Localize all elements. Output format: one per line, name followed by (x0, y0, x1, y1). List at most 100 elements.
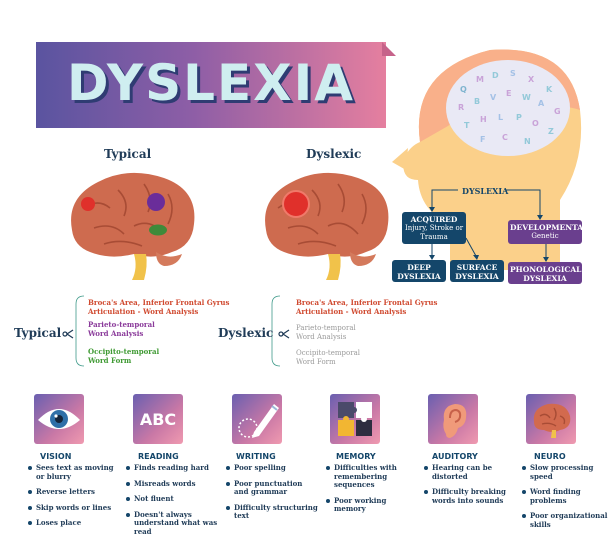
svg-text:F: F (480, 135, 485, 144)
neuro-card-icon (526, 394, 576, 444)
svg-text:X: X (528, 75, 535, 84)
svg-text:E: E (506, 89, 511, 98)
svg-text:M: M (476, 75, 484, 84)
typical-brain-label: Typical (104, 147, 152, 161)
region-area: Occipito-temporal (88, 347, 160, 356)
region-area: Broca's Area, Inferior Frontal Gyrus (88, 298, 230, 307)
broca-area-marker (81, 197, 95, 211)
region-function: Word Analysis (88, 329, 144, 338)
neuro-title: NEURO (534, 452, 566, 461)
region-area: Parieto-temporal (88, 320, 155, 329)
title-banner: DYSLEXIA (36, 42, 396, 128)
svg-text:K: K (546, 85, 553, 94)
deep-dyslexia-box: DEEP DYSLEXIA (392, 260, 446, 282)
vision-list: Sees text as moving or blurry Reverse le… (28, 463, 120, 535)
abc-icon-text: ABC (140, 410, 176, 429)
region-area: Occipito-temporal (296, 349, 360, 357)
svg-text:R: R (458, 103, 464, 112)
list-item: Word finding problems (522, 487, 608, 505)
svg-text:Q: Q (460, 85, 467, 94)
writing-title: WRITING (236, 452, 276, 461)
list-item: Finds reading hard (126, 463, 218, 473)
svg-text:A: A (538, 99, 545, 108)
list-item: Difficulty breaking words into sounds (424, 487, 516, 505)
list-item: Slow processing speed (522, 463, 608, 481)
dyslexic-brain-illustration (265, 172, 389, 280)
svg-text:H: H (480, 115, 487, 124)
memory-card-icon (330, 394, 380, 444)
list-item: Hearing can be distorted (424, 463, 516, 481)
developmental-box: DEVELOPMENTAL Genetic (508, 220, 588, 244)
list-item: Poor punctuation and grammar (226, 479, 318, 497)
svg-text:T: T (464, 121, 470, 130)
page-title: DYSLEXIA (67, 54, 355, 112)
typical-parieto: Parieto-temporal Word Analysis (88, 320, 155, 338)
developmental-title: DEVELOPMENTAL (510, 223, 589, 232)
surface-dyslexia-box: SURFACE DYSLEXIA (450, 260, 504, 282)
region-function: Word Form (296, 358, 336, 366)
svg-text:V: V (490, 93, 497, 102)
phonological-dyslexia-box: PHONOLOGICAL DYSLEXIA (508, 262, 582, 284)
memory-list: Difficulties with remembering sequences … (326, 463, 418, 521)
abc-icon: ABC (140, 410, 176, 429)
neuro-list: Slow processing speed Word finding probl… (522, 463, 608, 536)
list-item: Doesn't always understand what was read (126, 510, 218, 537)
list-item: Loses place (28, 518, 120, 528)
region-function: Word Form (88, 356, 132, 365)
dyslexic-brain-label: Dyslexic (306, 147, 362, 161)
acquired-subtitle: Injury, Stroke or Trauma (404, 224, 464, 241)
list-item: Misreads words (126, 479, 218, 489)
list-item: Not fluent (126, 494, 218, 504)
svg-text:O: O (532, 119, 539, 128)
svg-text:G: G (554, 107, 561, 116)
acquired-title: ACQUIRED (410, 215, 458, 224)
writing-list: Poor spelling Poor punctuation and gramm… (226, 463, 318, 528)
occipito-temporal-marker (149, 224, 167, 236)
region-function: Articulation - Word Analysis (296, 307, 407, 316)
pencil-icon (238, 404, 279, 438)
flowchart-root: DYSLEXIA (462, 186, 509, 196)
list-item: Poor organizational skills (522, 511, 608, 529)
writing-card-icon (232, 394, 282, 444)
dyslexic-parieto: Parieto-temporal Word Analysis (296, 324, 356, 342)
list-item: Reverse letters (28, 487, 120, 497)
typical-brain-illustration (71, 172, 195, 280)
title-banner-background (36, 42, 386, 128)
dyslexic-broca: Broca's Area, Inferior Frontal Gyrus Art… (296, 298, 437, 316)
svg-text:S: S (510, 69, 516, 78)
developmental-subtitle: Genetic (531, 232, 559, 240)
acquired-box: ACQUIRED Injury, Stroke or Trauma (402, 212, 466, 244)
brain-icon (533, 403, 571, 438)
list-item: Difficulties with remembering sequences (326, 463, 418, 490)
broca-area-marker (282, 190, 310, 218)
typical-region-label: Typical (14, 326, 62, 340)
vision-card-icon (34, 394, 84, 444)
parieto-temporal-marker (147, 193, 165, 211)
eye-icon (38, 409, 80, 429)
list-item: Sees text as moving or blurry (28, 463, 120, 481)
reading-title: READING (138, 452, 179, 461)
svg-text:L: L (498, 113, 503, 122)
region-area: Broca's Area, Inferior Frontal Gyrus (296, 298, 438, 307)
auditory-card-icon (428, 394, 478, 444)
svg-text:P: P (516, 113, 522, 122)
list-item: Difficulty structuring text (226, 503, 318, 521)
svg-text:B: B (474, 97, 480, 106)
reading-list: Finds reading hard Misreads words Not fl… (126, 463, 218, 543)
svg-text:C: C (502, 133, 508, 142)
svg-text:N: N (524, 137, 531, 146)
region-area: Parieto-temporal (296, 324, 356, 332)
list-item: Poor working memory (326, 496, 418, 514)
ear-icon (443, 404, 467, 438)
reading-card-icon: ABC (133, 394, 183, 444)
svg-text:D: D (492, 71, 499, 80)
dyslexic-occipito: Occipito-temporal Word Form (296, 349, 360, 367)
svg-text:W: W (522, 93, 531, 102)
auditory-title: AUDITORY (432, 452, 478, 461)
auditory-list: Hearing can be distorted Difficulty brea… (424, 463, 516, 512)
svg-text:Z: Z (548, 127, 554, 136)
puzzle-icon (338, 402, 372, 436)
typical-occipito: Occipito-temporal Word Form (88, 347, 159, 365)
